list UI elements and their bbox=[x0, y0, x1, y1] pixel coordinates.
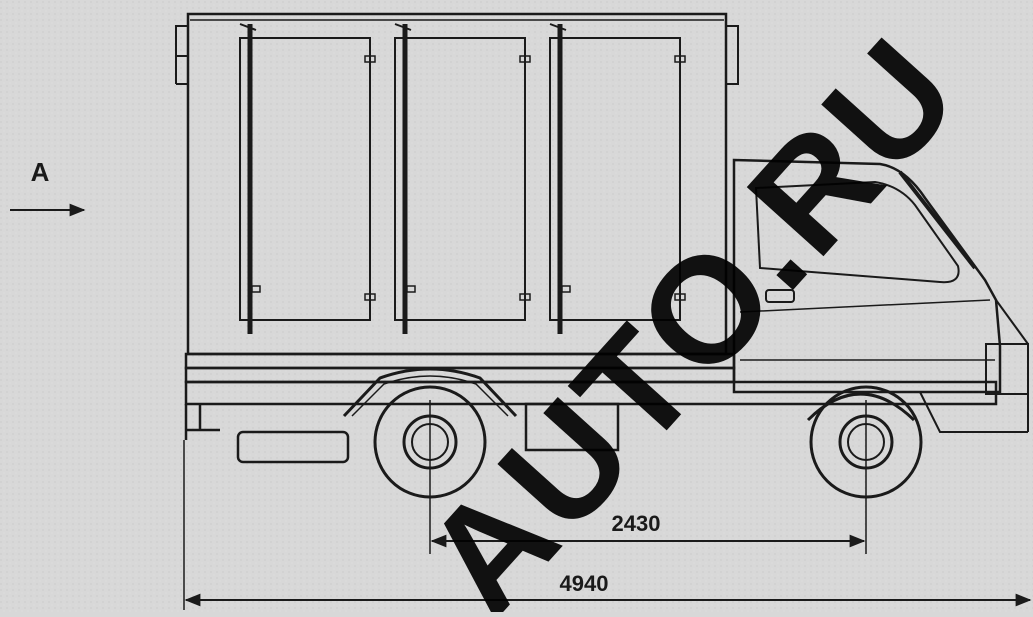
cab-outline bbox=[732, 158, 1002, 394]
battery-box bbox=[524, 402, 620, 452]
door-2 bbox=[394, 23, 531, 334]
cab bbox=[732, 158, 1029, 433]
door-3 bbox=[549, 23, 686, 334]
left-bracket bbox=[175, 25, 189, 57]
overall-length-dimension-label: 4940 bbox=[560, 571, 609, 596]
door-handle bbox=[765, 289, 795, 303]
fuel-tank bbox=[236, 430, 350, 464]
a-pillar bbox=[898, 170, 977, 270]
view-marker-a: A bbox=[10, 157, 86, 217]
cab-window bbox=[754, 180, 960, 284]
wheelbase-dimension-label: 2430 bbox=[612, 511, 661, 536]
right-bracket bbox=[725, 25, 739, 85]
door-1 bbox=[239, 23, 376, 334]
view-marker-label: A bbox=[31, 157, 50, 187]
dimension-lines bbox=[183, 400, 1032, 610]
rear-fender bbox=[342, 367, 518, 418]
chassis-frame bbox=[184, 352, 998, 464]
